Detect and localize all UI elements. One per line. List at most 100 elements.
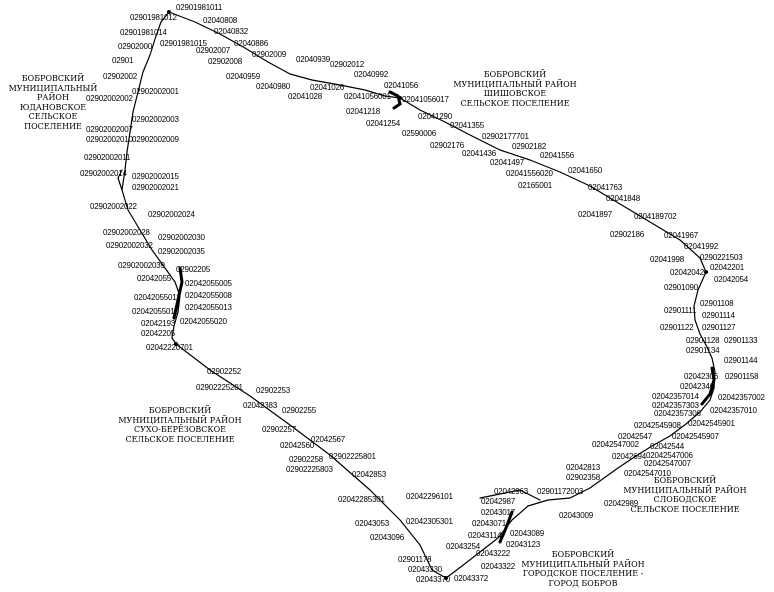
parcel-code: 02041026 xyxy=(310,83,344,92)
parcel-code: 02902002028 xyxy=(103,228,150,237)
parcel-code: 02041497 xyxy=(490,158,524,167)
parcel-code: 02042813 xyxy=(566,463,600,472)
parcel-code: 02042054 xyxy=(714,275,748,284)
parcel-code: 02902002010 xyxy=(86,135,133,144)
parcel-code: 02043089 xyxy=(510,529,544,538)
parcel-code: 02902258 xyxy=(289,455,323,464)
parcel-code: 02040832 xyxy=(214,27,248,36)
parcel-code: 02901128 xyxy=(686,336,720,345)
parcel-code: 02902002032 xyxy=(106,241,153,250)
parcel-code: 02902358 xyxy=(566,473,600,482)
parcel-code: 02902177701 xyxy=(482,132,529,141)
parcel-code: 02042306 xyxy=(684,372,718,381)
parcel-code: 02042357303 xyxy=(652,401,699,410)
parcel-code: 02901133 xyxy=(724,336,758,345)
boundary-northeast xyxy=(399,97,716,579)
parcel-code: 02902002009 xyxy=(132,135,179,144)
parcel-code: 02041355 xyxy=(450,121,484,130)
parcel-code: 02042357306 xyxy=(654,409,701,418)
parcel-code: 02042357002 xyxy=(718,393,765,402)
parcel-code: 02041290 xyxy=(418,112,452,121)
parcel-code: 02040939 xyxy=(296,55,330,64)
parcel-code: 02901981014 xyxy=(120,28,167,37)
parcel-code: 02041650 xyxy=(568,166,602,175)
parcel-code: 02901158 xyxy=(725,372,759,381)
bold-segment-west xyxy=(172,266,184,320)
parcel-code: 02042055008 xyxy=(185,291,232,300)
parcel-code: 02902002014 xyxy=(80,169,127,178)
parcel-code: 02043372 xyxy=(454,574,488,583)
parcel-code: 02043222 xyxy=(476,549,510,558)
parcel-code: 02042544 xyxy=(650,442,684,451)
parcel-code: 02902257 xyxy=(262,425,296,434)
bold-segment-north xyxy=(388,90,402,110)
parcel-code: 02043123 xyxy=(506,540,540,549)
parcel-code: 02042545907 xyxy=(672,432,719,441)
parcel-code: 02040808 xyxy=(203,16,237,25)
parcel-code: 02041254 xyxy=(366,119,400,128)
parcel-code: 02902255 xyxy=(282,406,316,415)
parcel-code: 02042547 xyxy=(618,432,652,441)
parcel-code: 02043009 xyxy=(559,511,593,520)
parcel-code: 02041028 xyxy=(288,92,322,101)
parcel-code: 02042357014 xyxy=(652,392,699,401)
parcel-code: 02042547002 xyxy=(592,440,639,449)
parcel-code: 02041218 xyxy=(346,107,380,116)
parcel-code: 02043330 xyxy=(408,565,442,574)
parcel-code: 02165001 xyxy=(518,181,552,190)
parcel-code: 02042042 xyxy=(670,268,704,277)
parcel-code: 02902225803 xyxy=(286,465,333,474)
parcel-code: 02901122 xyxy=(660,323,694,332)
parcel-code: 02902012 xyxy=(330,60,364,69)
node-marker xyxy=(444,576,448,580)
parcel-code: 02042205 xyxy=(141,329,175,338)
parcel-code: 02042560 xyxy=(280,441,314,450)
parcel-code: 02901134 xyxy=(686,346,720,355)
parcel-code: 02901090 xyxy=(664,283,698,292)
parcel-code: 02042305301 xyxy=(406,517,453,526)
parcel-code: 02041436 xyxy=(462,149,496,158)
parcel-code: 02040992 xyxy=(354,70,388,79)
parcel-code: 02041897 xyxy=(578,210,612,219)
parcel-code: 02042220701 xyxy=(146,343,193,352)
parcel-code: 02042545901 xyxy=(688,419,735,428)
parcel-code: 02042055013 xyxy=(185,303,232,312)
parcel-code: 02902176 xyxy=(430,141,464,150)
parcel-code: 02041056017 xyxy=(402,95,449,104)
parcel-code: 02902002035 xyxy=(158,247,205,256)
parcel-code: 02042193 xyxy=(141,319,175,328)
parcel-code: 02902002022 xyxy=(90,202,137,211)
parcel-code: 02042853 xyxy=(352,470,386,479)
parcel-code: 02040980 xyxy=(256,82,290,91)
parcel-code: 02043096 xyxy=(370,533,404,542)
parcel-code: 02040886 xyxy=(234,39,268,48)
parcel-code: 02901981015 xyxy=(160,39,207,48)
parcel-code: 02042987 xyxy=(481,497,515,506)
parcel-code: 02041848 xyxy=(606,194,640,203)
parcel-code: 02902002002 xyxy=(86,94,133,103)
parcel-code: 02041556020 xyxy=(506,169,553,178)
parcel-code: 02042285301 xyxy=(338,495,385,504)
parcel-code: 02901 xyxy=(112,56,134,65)
boundary-branch xyxy=(479,489,541,501)
parcel-code: 02043017 xyxy=(481,508,515,517)
parcel-code: 02902002001 xyxy=(132,87,179,96)
parcel-code: 02042963 xyxy=(494,487,528,496)
parcel-code: 02902225201 xyxy=(196,383,243,392)
parcel-code: 02042201 xyxy=(710,263,744,272)
parcel-code: 02902182 xyxy=(512,142,546,151)
parcel-code: 02902002011 xyxy=(84,153,131,162)
parcel-code: 02041056 xyxy=(384,81,418,90)
parcel-code: 02042055 xyxy=(137,274,171,283)
parcel-code: 02041763 xyxy=(588,183,622,192)
parcel-code: 02042055015 xyxy=(132,307,179,316)
parcel-code: 02901172003 xyxy=(537,487,584,496)
bold-segment-east xyxy=(700,366,716,406)
parcel-code: 02043053 xyxy=(355,519,389,528)
parcel-code: 02043254 xyxy=(446,542,480,551)
node-marker xyxy=(167,10,171,14)
